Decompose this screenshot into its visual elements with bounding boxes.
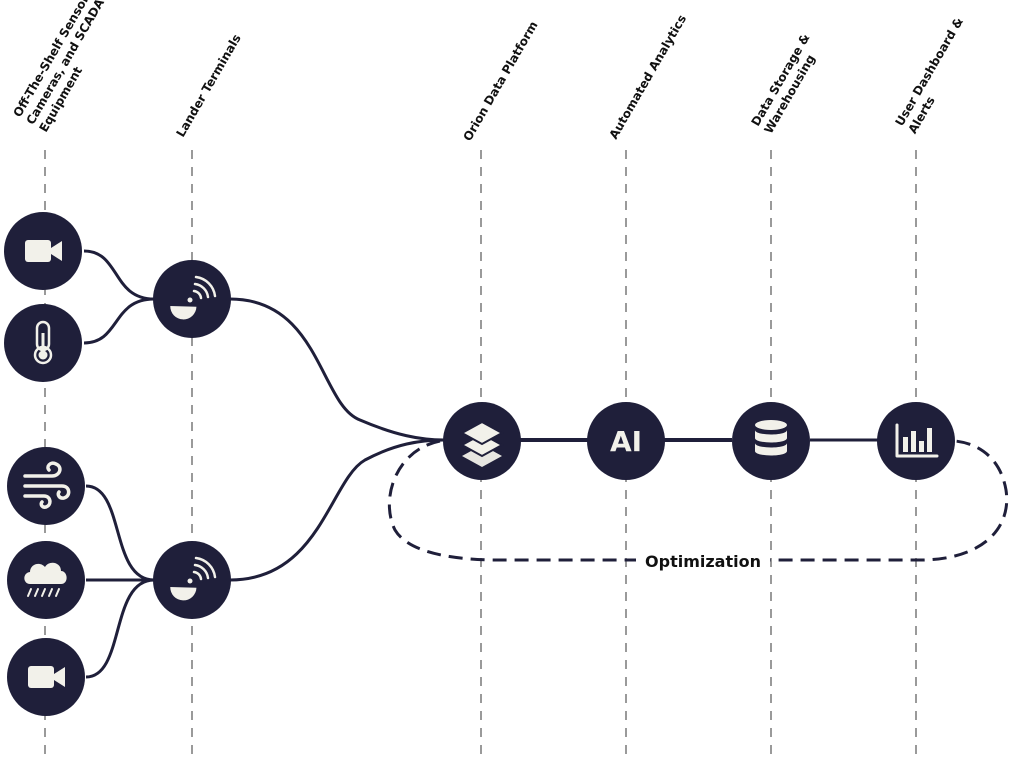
column-label-line: Automated Analytics [606, 12, 689, 141]
column-label-storage: Data Storage & Warehousing [748, 28, 827, 136]
user-dashboard-node[interactable] [877, 402, 955, 480]
lander-node-bottom[interactable] [153, 541, 231, 619]
lander-node-top[interactable] [153, 260, 231, 338]
column-labels: Off-The-Shelf Sensors, Cameras, and SCAD… [10, 0, 981, 144]
satellite-dish-icon [170, 275, 217, 320]
optimization-label: Optimization [645, 552, 761, 571]
lander-links [229, 297, 445, 582]
column-label-line: Lander Terminals [173, 32, 243, 140]
column-label-sensors: Off-The-Shelf Sensors, Cameras, and SCAD… [10, 0, 125, 134]
link-camera-to-lander-top [83, 249, 155, 301]
database-icon [755, 420, 787, 456]
sensor-links [83, 249, 155, 679]
satellite-dish-icon [170, 556, 217, 601]
sensor-node-camera[interactable] [4, 212, 82, 290]
link-camera2-to-lander-bottom [85, 578, 155, 679]
optimization-loop [387, 439, 1009, 562]
column-label-line: Orion Data Platform [460, 19, 540, 144]
column-label-lander: Lander Terminals [173, 32, 243, 140]
video-camera-icon [25, 240, 62, 262]
video-camera-icon [28, 666, 65, 688]
link-lander-bottom-to-orion [229, 438, 445, 582]
ai-icon: AI [610, 425, 642, 458]
sensor-node-wind[interactable] [7, 447, 85, 525]
sensor-node-thermometer[interactable] [4, 304, 82, 382]
rain-cloud-icon [24, 562, 67, 597]
link-wind-to-lander-bottom [85, 484, 155, 582]
thermometer-icon [33, 320, 53, 365]
column-label-orion: Orion Data Platform [460, 19, 540, 144]
wind-icon [23, 461, 71, 509]
sensor-node-camera-2[interactable] [7, 638, 85, 716]
data-storage-node[interactable] [732, 402, 810, 480]
bar-chart-icon [895, 423, 939, 458]
automated-analytics-node[interactable]: AI [587, 402, 665, 480]
sensor-node-rain[interactable] [7, 541, 85, 619]
node-circle [587, 402, 665, 480]
orion-platform-node[interactable] [443, 402, 521, 480]
column-label-analytics: Automated Analytics [606, 12, 689, 141]
column-label-dashboard: User Dashboard & Alerts [892, 11, 981, 136]
link-thermometer-to-lander-top [83, 297, 155, 345]
optimization-label-backdrop [636, 548, 770, 574]
layers-icon [459, 420, 505, 467]
link-lander-top-to-orion [229, 297, 445, 442]
